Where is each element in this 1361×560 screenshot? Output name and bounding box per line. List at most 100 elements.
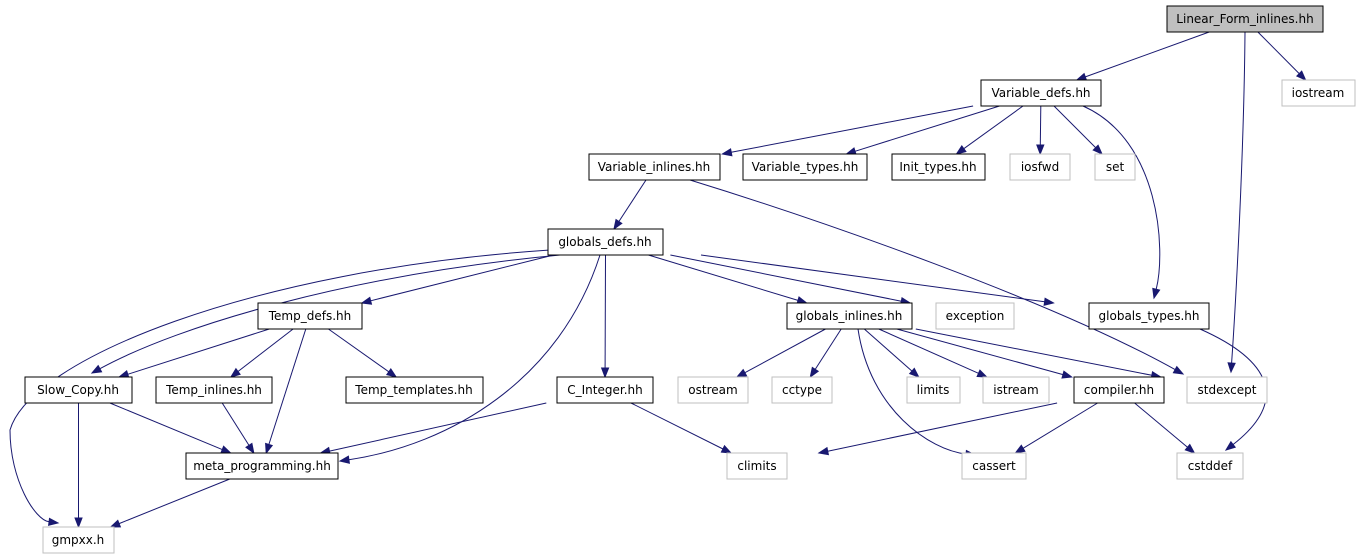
node-label-globals-types: globals_types.hh: [1099, 309, 1200, 323]
edge-line: [109, 402, 223, 451]
edge-arrowhead: [613, 218, 623, 231]
node-label-variable-inlines: Variable_inlines.hh: [598, 160, 710, 174]
edge-line: [915, 328, 1152, 376]
edge-linear-form-inlines-to-iostream: [1257, 31, 1307, 81]
edge-arrowhead: [817, 446, 830, 456]
edge-arrowhead: [245, 442, 255, 455]
node-globals-types[interactable]: globals_types.hh: [1088, 302, 1210, 330]
edge-line: [670, 254, 902, 302]
node-label-variable-defs: Variable_defs.hh: [991, 86, 1090, 100]
node-slow-copy[interactable]: Slow_Copy.hh: [24, 376, 133, 404]
edge-globals-defs-to-globals-types: [700, 254, 1055, 306]
node-init-types[interactable]: Init_types.hh: [891, 153, 986, 181]
node-cctype[interactable]: cctype: [771, 376, 833, 404]
edge-arrowhead: [600, 367, 610, 379]
node-globals-defs[interactable]: globals_defs.hh: [547, 228, 664, 256]
node-iosfwd[interactable]: iosfwd: [1009, 153, 1071, 181]
node-climits[interactable]: climits: [726, 452, 788, 480]
edge-arrowhead: [385, 368, 398, 378]
node-label-slow-copy: Slow_Copy.hh: [37, 383, 119, 397]
edge-layer: [9, 31, 1307, 529]
edge-line: [618, 179, 647, 222]
node-cassert[interactable]: cassert: [961, 452, 1027, 480]
edge-arrowhead: [976, 369, 989, 378]
edge-globals-defs-to-globals-inlines: [648, 254, 808, 305]
node-gmpxx[interactable]: gmpxx.h: [42, 526, 115, 554]
node-label-variable-types: Variable_types.hh: [752, 160, 859, 174]
node-temp-defs[interactable]: Temp_defs.hh: [257, 302, 363, 330]
node-label-ostream: ostream: [688, 383, 737, 397]
edge-line: [630, 402, 724, 450]
edge-arrowhead: [809, 366, 820, 379]
edge-arrowhead: [955, 145, 967, 155]
node-label-exception: exception: [946, 309, 1005, 323]
node-cstddef[interactable]: cstddef: [1176, 452, 1244, 480]
edge-line: [689, 179, 1176, 371]
node-variable-inlines[interactable]: Variable_inlines.hh: [588, 153, 721, 181]
node-label-gmpxx: gmpxx.h: [52, 533, 105, 547]
edge-line: [1085, 31, 1210, 78]
node-label-linear-form-inlines: Linear_Form_inlines.hh: [1176, 12, 1313, 26]
edge-arrowhead: [109, 519, 122, 528]
node-ostream[interactable]: ostream: [677, 376, 749, 404]
edge-globals-inlines-to-limits: [863, 328, 920, 378]
edge-line: [863, 328, 913, 372]
edge-compiler-to-climits: [817, 402, 1058, 456]
edge-line: [118, 478, 230, 525]
node-variable-types[interactable]: Variable_types.hh: [742, 153, 868, 181]
edge-slow-copy-to-gmpxx: [74, 403, 83, 529]
node-set[interactable]: set: [1094, 153, 1136, 181]
edge-variable-defs-to-set: [1053, 105, 1103, 155]
edge-arrowhead: [48, 517, 60, 526]
edge-temp-defs-to-meta-programming: [265, 328, 307, 455]
edge-line: [1022, 402, 1098, 449]
node-label-temp-defs: Temp_defs.hh: [268, 309, 351, 323]
node-label-init-types: Init_types.hh: [899, 160, 976, 174]
edge-line: [814, 328, 842, 370]
edge-line: [854, 105, 1000, 152]
node-stdexcept[interactable]: stdexcept: [1186, 376, 1268, 404]
edge-arrowhead: [1092, 144, 1103, 155]
edge-variable-inlines-to-globals-defs: [613, 179, 647, 231]
node-label-cassert: cassert: [972, 459, 1016, 473]
node-linear-form-inlines[interactable]: Linear_Form_inlines.hh: [1166, 5, 1324, 33]
edge-variable-defs-to-iosfwd: [1036, 105, 1045, 156]
edge-arrowhead: [1036, 144, 1045, 156]
edge-globals-defs-to-meta-programming: [338, 254, 601, 464]
edge-arrowhead: [338, 455, 350, 464]
edge-line: [963, 105, 1024, 150]
edge-meta-programming-to-gmpxx: [109, 478, 230, 528]
node-temp-inlines[interactable]: Temp_inlines.hh: [155, 376, 273, 404]
edge-globals-defs-to-temp-defs: [360, 254, 554, 305]
edge-linear-form-inlines-to-stdexcept: [1227, 31, 1246, 374]
node-variable-defs[interactable]: Variable_defs.hh: [980, 79, 1102, 107]
edge-arrowhead: [720, 444, 733, 454]
node-meta-programming[interactable]: meta_programming.hh: [185, 452, 339, 480]
edge-globals-defs-to-exception: [670, 254, 912, 306]
edge-line: [857, 328, 967, 455]
node-istream[interactable]: istream: [982, 376, 1050, 404]
edge-line: [348, 254, 601, 461]
node-exception[interactable]: exception: [935, 302, 1015, 330]
node-label-globals-inlines: globals_inlines.hh: [796, 309, 903, 323]
edge-globals-inlines-to-compiler: [896, 328, 1074, 379]
node-c-integer[interactable]: C_Integer.hh: [556, 376, 654, 404]
edge-arrowhead: [1184, 443, 1196, 454]
edge-arrowhead: [360, 296, 373, 305]
node-label-istream: istream: [993, 383, 1038, 397]
node-compiler[interactable]: compiler.hh: [1073, 376, 1165, 404]
node-label-c-integer: C_Integer.hh: [567, 383, 642, 397]
edge-line: [1082, 105, 1161, 290]
edge-arrowhead: [1014, 444, 1026, 454]
node-globals-inlines[interactable]: globals_inlines.hh: [786, 302, 913, 330]
node-layer: Linear_Form_inlines.hh Variable_defs.hh …: [24, 5, 1356, 554]
node-temp-templates[interactable]: Temp_templates.hh: [345, 376, 484, 404]
edge-arrowhead: [1043, 297, 1055, 306]
node-limits[interactable]: limits: [906, 376, 961, 404]
edge-arrowhead: [220, 445, 232, 454]
edge-line: [370, 254, 554, 302]
node-iostream[interactable]: iostream: [1281, 79, 1356, 107]
edge-variable-defs-to-globals-types: [1082, 105, 1161, 300]
edge-line: [127, 328, 270, 375]
